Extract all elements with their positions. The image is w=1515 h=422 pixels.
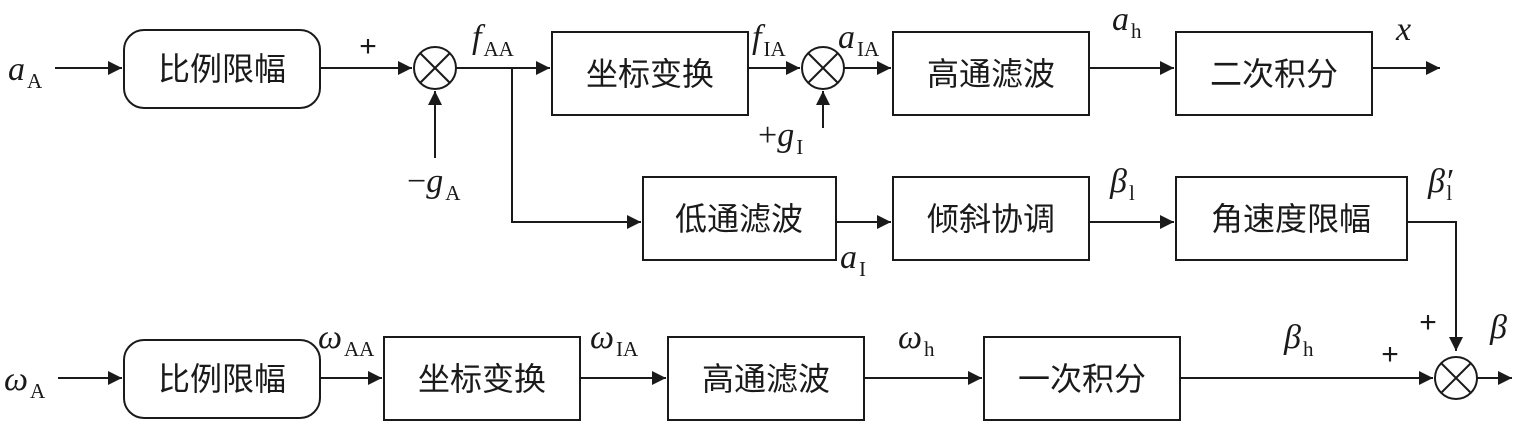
- block-limit-1-label: 比例限幅: [158, 51, 286, 87]
- label-beta: β: [1489, 309, 1507, 346]
- label-omegaIA: ωIA: [590, 319, 639, 361]
- arrow-ratelimit-to-sum3: [1407, 221, 1463, 351]
- block-rate-limit: [1175, 176, 1408, 261]
- label-beta-l-prime: β′l: [1427, 163, 1453, 205]
- block-single-integral-label: 一次积分: [1018, 361, 1146, 397]
- label-omegah: ωh: [898, 319, 935, 361]
- label-omegaA: ωA: [4, 361, 46, 403]
- summing-junction-2: [801, 46, 845, 90]
- block-transform-2-label: 坐标变换: [418, 361, 546, 397]
- row-tilt: 低通滤波 倾斜协调 角速度限幅: [511, 68, 1463, 351]
- label-fIA: fIA: [752, 19, 786, 61]
- block-highpass-1-label: 高通滤波: [927, 56, 1055, 92]
- label-gI: +gI: [758, 117, 803, 159]
- block-single-integral: [983, 336, 1181, 421]
- label-aA: aA: [8, 51, 43, 93]
- sum3-plus-left: +: [1381, 338, 1399, 371]
- summing-junction-1: [413, 46, 457, 90]
- block-limit-2-label: 比例限幅: [158, 361, 286, 397]
- label-omegaAA: ωAA: [318, 319, 375, 361]
- row-angular-velocity: 比例限幅 坐标变换 高通滤波 一次积分 + +: [58, 306, 1512, 421]
- label-gA: −gA: [407, 163, 461, 205]
- signal-labels: aA fAA −gA fIA aIA +gI ah x aI βl β′l β …: [4, 1, 1507, 403]
- block-rate-limit-label: 角速度限幅: [1211, 201, 1371, 237]
- block-lowpass: [642, 176, 837, 261]
- block-lowpass-label: 低通滤波: [675, 201, 803, 237]
- sum3-plus-top: +: [1419, 306, 1437, 339]
- summing-junction-3: [1434, 356, 1478, 400]
- block-highpass-2: [667, 336, 865, 421]
- block-tilt-coordination-label: 倾斜协调: [927, 201, 1055, 237]
- label-beta-l: βl: [1109, 163, 1135, 205]
- label-fAA: fAA: [472, 19, 515, 61]
- block-highpass-2-label: 高通滤波: [702, 361, 830, 397]
- label-betah: βh: [1283, 319, 1314, 361]
- sum1-plus-sign: +: [359, 30, 377, 63]
- block-double-integral: [1175, 31, 1373, 116]
- arrow-fAA-to-lowpass: [511, 68, 641, 229]
- block-tilt-coordination: [892, 176, 1090, 261]
- block-double-integral-label: 二次积分: [1210, 56, 1338, 92]
- block-highpass-1: [892, 31, 1090, 116]
- label-ah: ah: [1112, 1, 1142, 43]
- row-acceleration: 比例限幅 + 坐标变换 高通滤波 二次积分: [55, 29, 1440, 158]
- label-aIA: aIA: [838, 19, 880, 61]
- label-aI: aI: [840, 239, 866, 281]
- block-transform-1-label: 坐标变换: [586, 56, 714, 92]
- block-transform-1: [551, 31, 749, 116]
- label-x: x: [1395, 11, 1411, 48]
